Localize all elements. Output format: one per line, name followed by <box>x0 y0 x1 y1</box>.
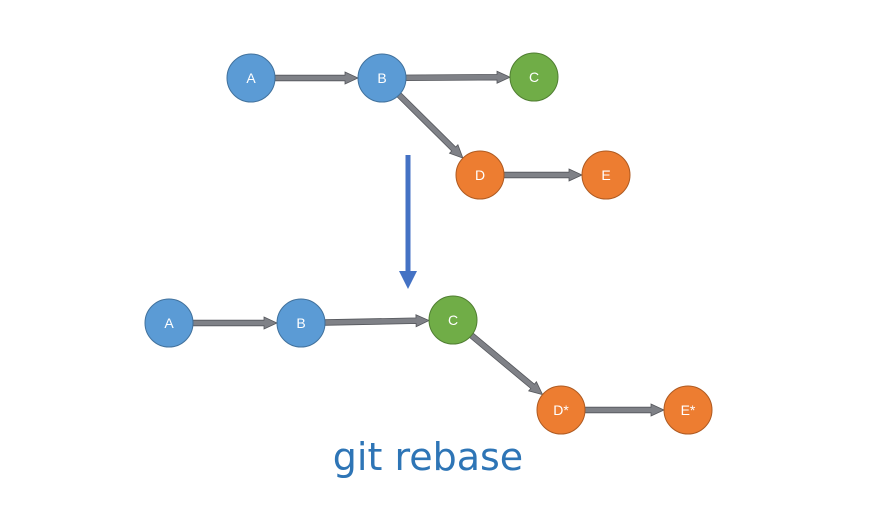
after-commit-b-label: B <box>296 315 305 331</box>
caption-git-rebase: git rebase <box>333 435 523 479</box>
after-edge-b-to-c <box>324 314 430 328</box>
transition-arrow-icon <box>399 155 417 289</box>
after-commit-c-circle <box>428 295 478 345</box>
before-commit-a: A <box>226 53 276 103</box>
before-commit-b: B <box>357 53 407 103</box>
before-commit-c-circle <box>509 52 559 102</box>
after-edge-d-star-to-e-star <box>584 403 665 417</box>
after-commit-a: A <box>144 298 194 348</box>
before-edge-d-to-e <box>503 168 583 182</box>
before-commit-d: D <box>455 150 505 200</box>
after-commit-c-label: C <box>448 312 458 328</box>
before-commit-c-label: C <box>529 69 539 85</box>
after-commit-e-star-label: E* <box>681 402 696 418</box>
before-edge-b-to-d <box>396 92 464 159</box>
after-commit-d-star-label: D* <box>553 402 569 418</box>
after-edge-c-to-d-star <box>469 332 544 396</box>
after-commit-c: C <box>428 295 478 345</box>
before-commit-e-label: E <box>601 167 610 183</box>
after-commit-e-star-circle <box>663 385 713 435</box>
before-commit-e-circle <box>581 150 631 200</box>
before-edge-b-to-c <box>405 70 511 84</box>
after-commit-d-star-circle <box>536 385 586 435</box>
after-commit-a-label: A <box>164 315 174 331</box>
after-commit-d-star: D* <box>536 385 586 435</box>
before-commit-a-circle <box>226 53 276 103</box>
after-commit-b-circle <box>276 298 326 348</box>
before-commit-b-circle <box>357 53 407 103</box>
after-commit-e-star: E* <box>663 385 713 435</box>
before-commit-b-label: B <box>377 70 386 86</box>
before-commit-c: C <box>509 52 559 102</box>
after-edge-a-to-b <box>192 316 278 330</box>
before-commit-d-circle <box>455 150 505 200</box>
after-commit-a-circle <box>144 298 194 348</box>
before-commit-a-label: A <box>246 70 256 86</box>
before-edge-a-to-b <box>274 71 359 85</box>
before-commit-e: E <box>581 150 631 200</box>
before-commit-d-label: D <box>475 167 485 183</box>
after-commit-b: B <box>276 298 326 348</box>
nodes-layer: A B C D E A B C D* E* <box>144 52 713 435</box>
edges-layer <box>192 70 665 417</box>
